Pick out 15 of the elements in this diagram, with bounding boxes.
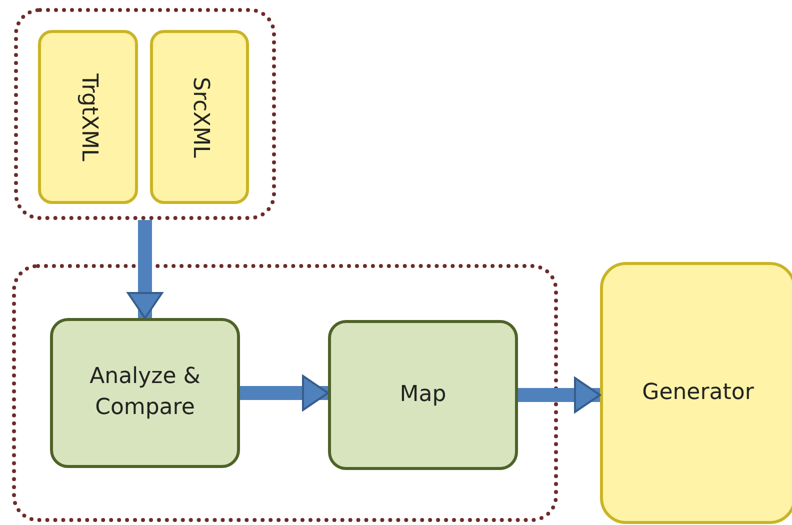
process-box bbox=[50, 318, 240, 468]
xml-source-box bbox=[38, 30, 138, 204]
node-label: Generator bbox=[642, 378, 754, 407]
block-arrow bbox=[518, 377, 601, 413]
dotted-group-box bbox=[12, 264, 558, 522]
block-arrow bbox=[127, 220, 163, 319]
process-box bbox=[328, 320, 518, 470]
node-label: Analyze & Compare bbox=[88, 363, 202, 422]
xml-source-box bbox=[150, 30, 249, 204]
node-label: SrcXML bbox=[186, 76, 214, 158]
block-arrow bbox=[240, 375, 329, 411]
node-label: TrgtXML bbox=[75, 73, 102, 161]
generator-box bbox=[600, 262, 792, 524]
node-label: Map bbox=[400, 380, 446, 409]
dotted-group-box bbox=[14, 8, 276, 220]
